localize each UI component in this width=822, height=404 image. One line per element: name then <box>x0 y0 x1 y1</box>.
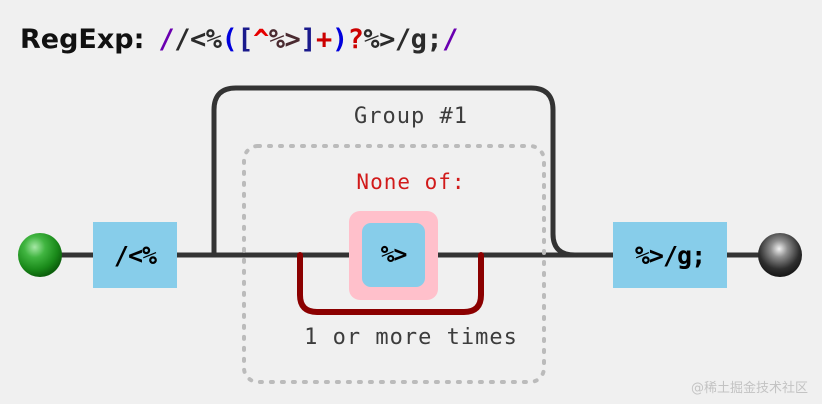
start-node-sphere <box>18 233 62 277</box>
charset-dashed-frame <box>242 144 546 384</box>
regexp-label: RegExp: <box>20 23 145 55</box>
regexp-token-charclass-open-bracket: [ <box>237 23 253 55</box>
regexp-token-charclass-content: %> <box>268 23 301 55</box>
regexp-token-slash-close-outer: / <box>442 23 458 55</box>
regexp-token-group-open-paren: ( <box>221 23 238 55</box>
regexp-pattern: //<%([^%>]+)?%>/g;/ <box>158 24 458 55</box>
regexp-token-negation-caret: ^ <box>253 23 269 55</box>
regexp-token-literal-close-tag: %> <box>363 23 395 55</box>
regexp-token-semicolon: ; <box>426 23 443 55</box>
group-label: Group #1 <box>354 104 468 129</box>
regexp-token-charclass-close-bracket: ] <box>300 23 317 55</box>
regexp-token-optional-quantifier: ? <box>347 23 364 55</box>
none-of-label: None of: <box>356 170 466 194</box>
repeat-count-label: 1 or more times <box>304 325 518 350</box>
repeat-loop-arc <box>297 252 484 315</box>
regexp-token-slash-flags-delim: / <box>394 23 411 55</box>
token-box-open-literal[interactable]: /<% <box>93 222 177 288</box>
title-row: RegExp: //<%([^%>]+)?%>/g;/ <box>20 18 458 60</box>
regexp-token-slash-open-outer: / <box>158 23 175 55</box>
group-frame <box>211 85 578 258</box>
regexp-token-slash-literal: / <box>174 23 190 55</box>
watermark: @稀土掘金技术社区 <box>690 381 808 396</box>
regexp-token-flag-global: g <box>410 23 427 55</box>
token-box-charset[interactable]: %> <box>362 223 425 287</box>
end-node-sphere <box>758 233 802 277</box>
regexp-token-literal-open-tag: <% <box>189 23 222 55</box>
regexp-token-plus-quantifier: + <box>316 23 332 55</box>
token-box-close-literal[interactable]: %>/g; <box>613 222 727 288</box>
regexp-token-group-close-paren: ) <box>331 23 348 55</box>
